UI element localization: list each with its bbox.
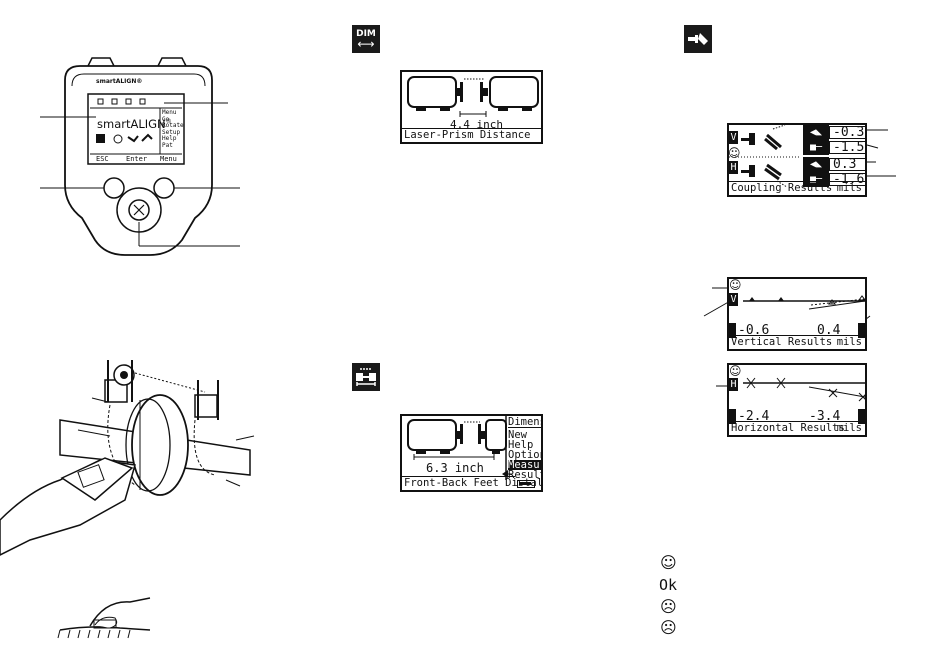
- excellent-smiley-icon: ☺: [660, 553, 677, 572]
- dim-icon: DIM ⟷: [352, 25, 380, 53]
- front-foot-icon: [729, 409, 736, 424]
- device-menu-item: Help: [162, 135, 177, 142]
- device-menu-item: Go: [162, 115, 170, 123]
- device-softkey-enter: Enter: [126, 155, 148, 163]
- vertical-results-label: V: [729, 293, 738, 306]
- dim-screen: 4.4 inch Laser-Prism Distance: [400, 70, 543, 144]
- device-brand-name: smartALIGN: [97, 117, 166, 131]
- vertical-results-title: Vertical Results mils: [729, 335, 865, 349]
- horizontal-unit: mils: [836, 422, 862, 434]
- coupling-row-vertical-offset: ■─ -1.5: [803, 140, 865, 155]
- coupling-value-horizontal-offset: -1.6: [829, 173, 865, 186]
- feet-screen-title: Front-Back Feet Distal: [402, 476, 543, 489]
- angularity-icon: ◀◣: [803, 125, 829, 140]
- device-softkey-esc: ESC: [96, 155, 109, 163]
- coupling-title-text: Coupling Results: [731, 182, 833, 194]
- back-foot-icon: [858, 323, 865, 338]
- device-menu: Menu Go Rotate Setup Help Pat: [162, 109, 184, 149]
- feet-menu: Dimensi New Help Options Measu Result: [508, 416, 543, 481]
- coupling-value-vertical-angle: -0.3: [829, 126, 865, 139]
- battery-icon: [517, 480, 535, 488]
- device-menu-item: Setup: [162, 128, 181, 136]
- coupling-screen: V ☺ H ◀◣ -0.3 ■─ -1.5 ◀◣ 0.3 ■─ -1.6 Cou…: [727, 123, 867, 197]
- coupling-horizontal-label: H: [729, 161, 738, 174]
- feet-menu-item-dimensions[interactable]: Dimensi: [508, 417, 541, 428]
- vertical-unit: mils: [836, 336, 862, 348]
- coupling-row-vertical-angle: ◀◣ -0.3: [803, 125, 865, 140]
- front-foot-icon: [729, 323, 736, 338]
- horizontal-results-label: H: [729, 378, 738, 391]
- device-illustration: smartALIGN® smartALIGN® Menu Go Rotate S…: [0, 0, 260, 260]
- device-menu-item: Menu: [162, 109, 177, 116]
- device-brand-small: smartALIGN®: [96, 78, 143, 85]
- device-brand-large: smartALIGN®: [97, 117, 172, 131]
- horizontal-results-title: Horizontal Results mils: [729, 421, 865, 435]
- coupling-results-icon: [684, 25, 712, 53]
- ok-label: Ok: [659, 576, 678, 594]
- frown-icon: ☹: [660, 618, 677, 637]
- coupling-vertical-label: V: [729, 131, 738, 144]
- double-arrow-icon: ⟷: [357, 36, 375, 51]
- vertical-back-value: 0.4: [817, 323, 841, 338]
- feet-menu-item-options[interactable]: Options: [508, 449, 541, 461]
- offset-icon: ■─: [803, 172, 829, 187]
- feet-distance-value: 6.3 inch: [426, 461, 484, 475]
- offset-icon: ■─: [803, 140, 829, 155]
- smiley-icon: ☺: [729, 364, 742, 378]
- mounted-setup-illustration: [0, 340, 260, 560]
- device-menu-item: Rotate: [162, 122, 184, 129]
- feet-menu-item-result[interactable]: Result: [508, 469, 543, 481]
- finger-press-illustration: [50, 590, 160, 640]
- device-softkey-menu: Menu: [160, 155, 177, 163]
- coupling-screen-title: Coupling Results mils: [729, 181, 865, 195]
- horizontal-front-value: -2.4: [738, 409, 770, 424]
- coupling-row-horizontal-offset: ■─ -1.6: [803, 172, 865, 187]
- angularity-icon: ◀◣: [803, 157, 829, 172]
- vertical-title-text: Vertical Results: [731, 336, 833, 348]
- device-brand-reg: ®: [165, 118, 172, 126]
- horizontal-back-value: -3.4: [809, 409, 841, 424]
- back-foot-icon: [858, 409, 865, 424]
- dim-icon-label: DIM: [356, 28, 376, 39]
- smiley-icon: ☺: [728, 146, 741, 160]
- horizontal-results-screen: ☺ H -2.4 -3.4 Horizontal Results mils: [727, 363, 867, 437]
- feet-distance-icon: [352, 363, 380, 391]
- vertical-front-value: -0.6: [738, 323, 770, 338]
- dim-screen-title: Laser-Prism Distance: [402, 128, 541, 142]
- horizontal-title-text: Horizontal Results: [731, 422, 845, 434]
- feet-menu-item-help[interactable]: Help: [508, 439, 534, 451]
- coupling-unit: mils: [836, 182, 862, 194]
- smiley-icon: ☺: [729, 278, 742, 292]
- vertical-results-screen: ☺ V -0.6 0.4 Vertical Results mils: [727, 277, 867, 351]
- dim-distance-value: 4.4 inch: [450, 118, 503, 131]
- coupling-row-horizontal-angle: ◀◣ 0.3: [803, 157, 865, 172]
- frown-icon: ☹: [660, 597, 677, 616]
- coupling-value-vertical-offset: -1.5: [829, 141, 865, 154]
- device-menu-item: Pat: [162, 141, 173, 149]
- coupling-value-horizontal-angle: 0.3: [829, 158, 865, 171]
- feet-screen: 6.3 inch Dimensi New Help Options Measu …: [400, 414, 543, 492]
- feet-menu-item-measure[interactable]: Measu: [508, 460, 541, 470]
- feet-menu-item-new[interactable]: New: [508, 429, 527, 441]
